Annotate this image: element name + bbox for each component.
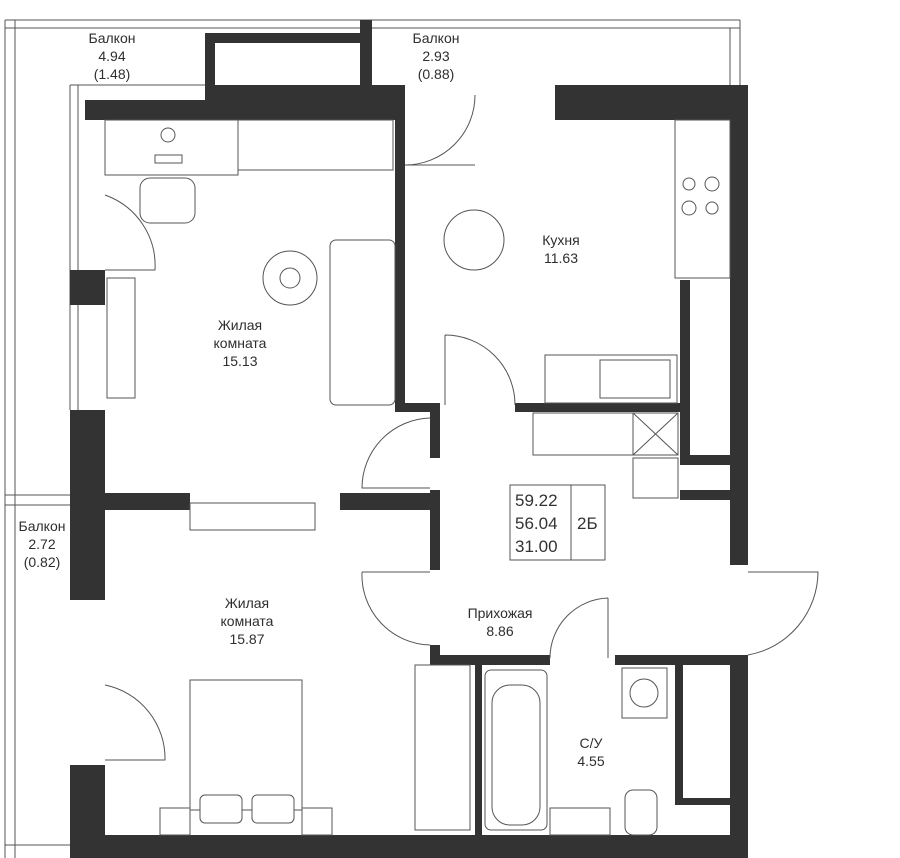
room-label-balcony-2: Балкон 2.93 (0.88) — [413, 30, 460, 82]
desk — [104, 119, 239, 176]
room-name: Балкон — [89, 30, 136, 46]
room-name-line2: комната — [221, 613, 274, 629]
tv-unit — [189, 502, 316, 531]
room-name: С/У — [580, 735, 603, 751]
doors — [104, 94, 819, 761]
room-area: 2.93 — [422, 48, 449, 64]
room-name: Балкон — [413, 30, 460, 46]
room-area: 2.72 — [28, 536, 55, 552]
room-label-balcony-3: Балкон 2.72 (0.82) — [19, 518, 66, 570]
tv-stand — [106, 277, 136, 399]
monitor — [160, 127, 176, 143]
room-label-hallway: Прихожая 8.86 — [468, 605, 533, 639]
room-label-balcony-1: Балкон 4.94 (1.48) — [89, 30, 136, 82]
room-name: Кухня — [542, 232, 579, 248]
total-area: 59.22 — [515, 491, 558, 510]
room-label-living-room-1: Жилая комната 15.13 — [214, 317, 267, 369]
toilet — [624, 789, 658, 836]
sofa — [329, 239, 396, 406]
washbasin — [549, 807, 611, 836]
room-area: 8.86 — [486, 623, 513, 639]
bed — [189, 679, 303, 811]
furniture — [104, 119, 731, 836]
room-name-line2: комната — [214, 335, 267, 351]
room-name-line1: Жилая — [218, 317, 262, 333]
dining-table — [443, 209, 505, 271]
room-area: 4.94 — [98, 48, 125, 64]
room-area: 4.55 — [577, 753, 604, 769]
room-reduced-area: (0.88) — [418, 66, 455, 82]
wardrobe — [237, 119, 394, 171]
room-reduced-area: (0.82) — [24, 554, 61, 570]
room-name: Балкон — [19, 518, 66, 534]
sink — [599, 359, 671, 399]
bedroom-wardrobe — [414, 664, 471, 831]
balcony-outlines — [4, 19, 741, 858]
area-without-balconies: 56.04 — [515, 514, 558, 533]
apartment-type: 2Б — [577, 514, 598, 533]
chair — [139, 177, 196, 224]
apartment-summary-box: 59.22 56.04 31.00 2Б — [509, 484, 606, 561]
room-area: 15.13 — [222, 353, 257, 369]
walls — [70, 20, 748, 858]
room-area: 11.63 — [544, 250, 578, 266]
room-area: 15.87 — [229, 631, 264, 647]
room-label-living-room-2: Жилая комната 15.87 — [221, 595, 274, 647]
hall-wardrobe — [532, 412, 634, 456]
room-name: Прихожая — [468, 605, 533, 621]
keyboard — [154, 154, 183, 164]
room-label-bathroom: С/У 4.55 — [577, 735, 604, 769]
living-area: 31.00 — [515, 537, 558, 556]
room-reduced-area: (1.48) — [94, 66, 131, 82]
stove-counter — [674, 119, 731, 279]
room-label-kitchen: Кухня 11.63 — [542, 232, 579, 266]
room-name-line1: Жилая — [225, 595, 269, 611]
